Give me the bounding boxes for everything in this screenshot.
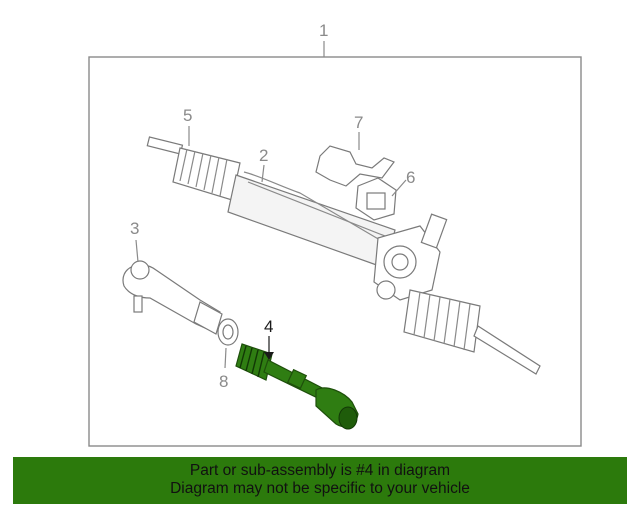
assembly-frame — [88, 56, 582, 447]
callout-8-leader — [224, 347, 227, 369]
parts-diagram: 1 — [88, 21, 582, 447]
inner-tie-rod-highlighted[interactable] — [235, 343, 359, 430]
callout-6: 6 — [406, 168, 415, 187]
rack-boot-left[interactable] — [172, 147, 241, 201]
callout-4: 4 — [264, 317, 273, 336]
callout-8: 8 — [219, 372, 228, 391]
callout-2: 2 — [259, 146, 268, 165]
callout-6-leader — [391, 179, 407, 197]
banner-line-1: Part or sub-assembly is #4 in diagram — [189, 462, 451, 479]
outer-tie-rod-end[interactable] — [122, 260, 223, 335]
callout-3-leader — [135, 239, 139, 263]
callout-4-arrow — [264, 352, 274, 360]
callout-3: 3 — [130, 219, 139, 238]
mounting-bushing[interactable] — [355, 177, 397, 221]
rack-boot-right[interactable] — [403, 289, 481, 353]
callout-5: 5 — [183, 106, 192, 125]
callout-7: 7 — [354, 113, 363, 132]
callout-2-leader — [261, 164, 265, 183]
callout-1: 1 — [319, 21, 328, 40]
mounting-clamp[interactable] — [315, 145, 395, 187]
info-banner: Part or sub-assembly is #4 in diagram Di… — [13, 457, 627, 504]
jam-nut[interactable] — [217, 318, 239, 346]
banner-line-2: Diagram may not be specific to your vehi… — [170, 480, 470, 497]
steering-rack-assembly[interactable] — [146, 136, 541, 375]
